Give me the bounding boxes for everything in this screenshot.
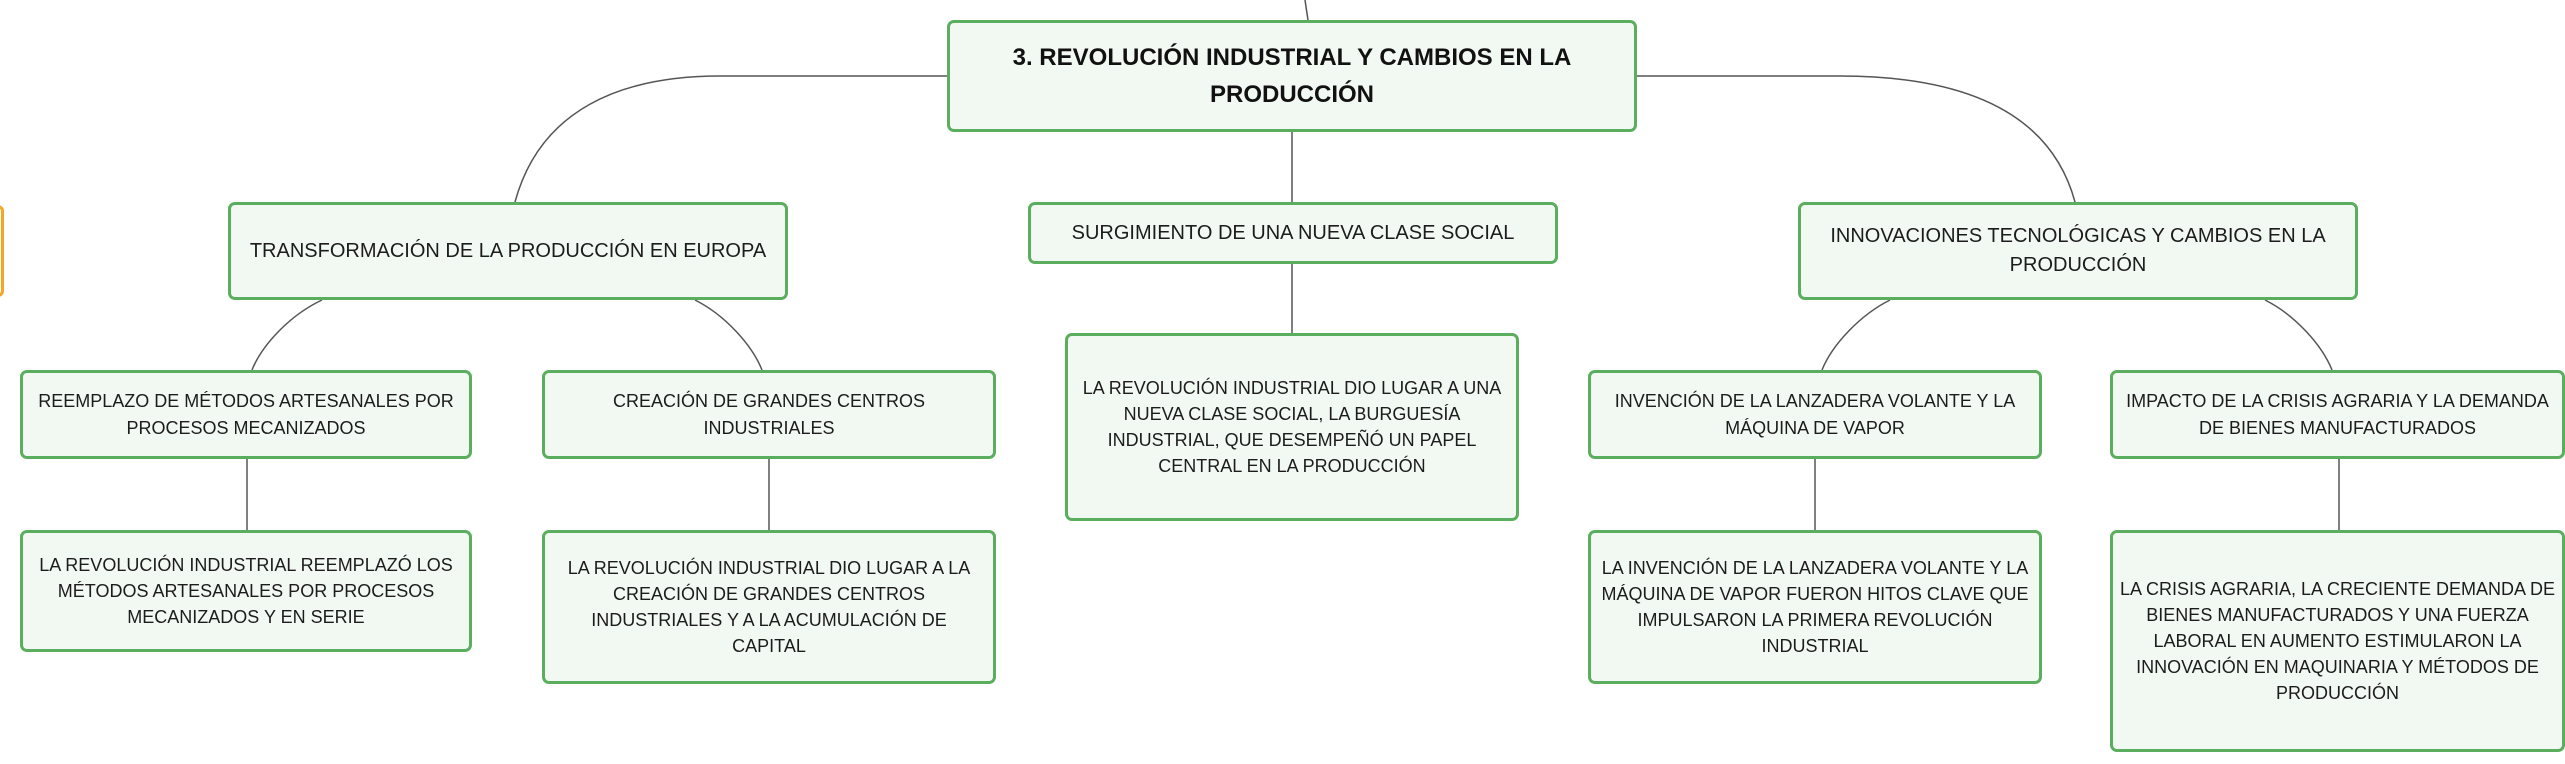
detail-node-text: LA REVOLUCIÓN INDUSTRIAL DIO LUGAR A UNA… bbox=[1082, 377, 1502, 477]
edge-root-europa bbox=[514, 75, 947, 203]
edge-europa-centros bbox=[694, 299, 763, 371]
detail-node-centros[interactable]: LA REVOLUCIÓN INDUSTRIAL DIO LUGAR A LA … bbox=[542, 530, 996, 684]
branch-node-innovaciones[interactable]: INNOVACIONES TECNOLÓGICAS Y CAMBIOS EN L… bbox=[1798, 202, 2358, 300]
detail-node-text: LA CRISIS AGRARIA, LA CRECIENTE DEMANDA … bbox=[2119, 578, 2556, 704]
edge-europa-reemplazo bbox=[251, 299, 323, 371]
topic-node-label: IMPACTO DE LA CRISIS AGRARIA Y LA DEMAND… bbox=[2126, 391, 2549, 438]
offscreen-node-edge[interactable] bbox=[0, 205, 4, 297]
detail-node-crisis[interactable]: LA CRISIS AGRARIA, LA CRECIENTE DEMANDA … bbox=[2110, 530, 2565, 752]
detail-node-text: LA REVOLUCIÓN INDUSTRIAL DIO LUGAR A LA … bbox=[567, 557, 971, 657]
topic-node-label: INVENCIÓN DE LA LANZADERA VOLANTE Y LA M… bbox=[1614, 391, 2016, 438]
edge-innov-crisis bbox=[2264, 299, 2333, 371]
branch-node-label: TRANSFORMACIÓN DE LA PRODUCCIÓN EN EUROP… bbox=[249, 239, 767, 262]
detail-node-text: LA INVENCIÓN DE LA LANZADERA VOLANTE Y L… bbox=[1601, 557, 2029, 657]
root-node-label: 3. REVOLUCIÓN INDUSTRIAL Y CAMBIOS EN LA… bbox=[1012, 43, 1572, 108]
root-node[interactable]: 3. REVOLUCIÓN INDUSTRIAL Y CAMBIOS EN LA… bbox=[947, 20, 1637, 132]
detail-node-text: LA REVOLUCIÓN INDUSTRIAL REEMPLAZÓ LOS M… bbox=[39, 554, 453, 628]
branch-node-clase-social[interactable]: SURGIMIENTO DE UNA NUEVA CLASE SOCIAL bbox=[1028, 202, 1558, 264]
branch-node-label: INNOVACIONES TECNOLÓGICAS Y CAMBIOS EN L… bbox=[1830, 225, 2326, 276]
topic-node-label: CREACIÓN DE GRANDES CENTROS INDUSTRIALES bbox=[612, 391, 926, 438]
topic-node-label: REEMPLAZO DE MÉTODOS ARTESANALES POR PRO… bbox=[38, 391, 454, 438]
edge-root-innovaciones bbox=[1637, 75, 2076, 203]
edge-parent-root bbox=[1304, 0, 1309, 21]
detail-node-reemplazo[interactable]: LA REVOLUCIÓN INDUSTRIAL REEMPLAZÓ LOS M… bbox=[20, 530, 472, 652]
topic-node-lanzadera[interactable]: INVENCIÓN DE LA LANZADERA VOLANTE Y LA M… bbox=[1588, 370, 2042, 459]
detail-node-clase-social[interactable]: LA REVOLUCIÓN INDUSTRIAL DIO LUGAR A UNA… bbox=[1065, 333, 1519, 521]
topic-node-crisis[interactable]: IMPACTO DE LA CRISIS AGRARIA Y LA DEMAND… bbox=[2110, 370, 2565, 459]
detail-node-lanzadera[interactable]: LA INVENCIÓN DE LA LANZADERA VOLANTE Y L… bbox=[1588, 530, 2042, 684]
topic-node-reemplazo[interactable]: REEMPLAZO DE MÉTODOS ARTESANALES POR PRO… bbox=[20, 370, 472, 459]
topic-node-centros[interactable]: CREACIÓN DE GRANDES CENTROS INDUSTRIALES bbox=[542, 370, 996, 459]
edge-innov-lanzadera bbox=[1821, 299, 1891, 371]
branch-node-europa[interactable]: TRANSFORMACIÓN DE LA PRODUCCIÓN EN EUROP… bbox=[228, 202, 788, 300]
branch-node-label: SURGIMIENTO DE UNA NUEVA CLASE SOCIAL bbox=[1071, 221, 1515, 244]
